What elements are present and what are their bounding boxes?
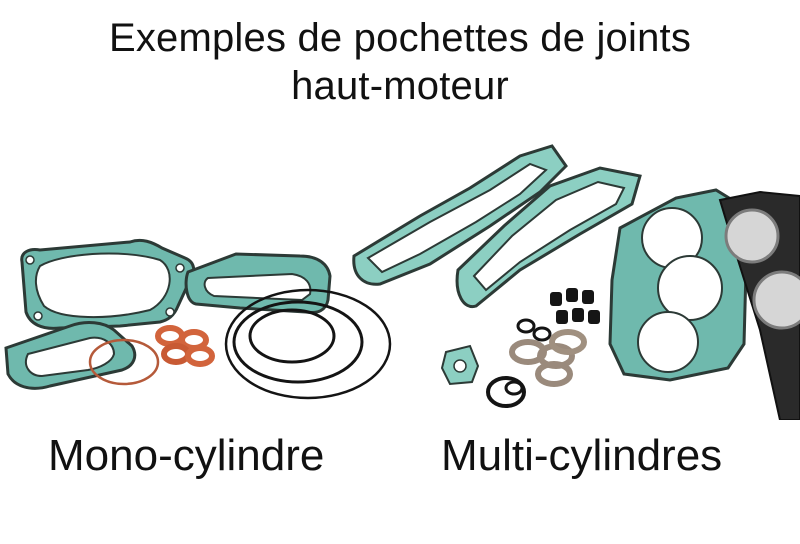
copper-washers	[155, 325, 215, 367]
title-line-2: haut-moteur	[291, 64, 509, 108]
steel-washers	[509, 329, 587, 387]
o-rings	[224, 288, 392, 400]
multi-cylinder-kit	[352, 144, 800, 420]
title-line-1: Exemples de pochettes de joints	[108, 16, 692, 60]
caption-mono-cylinder: Mono-cylindre	[48, 431, 325, 480]
valve-stem-seals	[550, 288, 600, 324]
thin-copper-ring	[88, 338, 160, 386]
mono-cylinder-kit	[4, 238, 392, 400]
page-title: Exemples de pochettes de joints haut-mot…	[0, 14, 800, 110]
gasket-kits-photo	[0, 130, 800, 420]
small-o-ring	[486, 376, 526, 408]
caption-multi-cylinder: Multi-cylindres	[441, 431, 723, 480]
